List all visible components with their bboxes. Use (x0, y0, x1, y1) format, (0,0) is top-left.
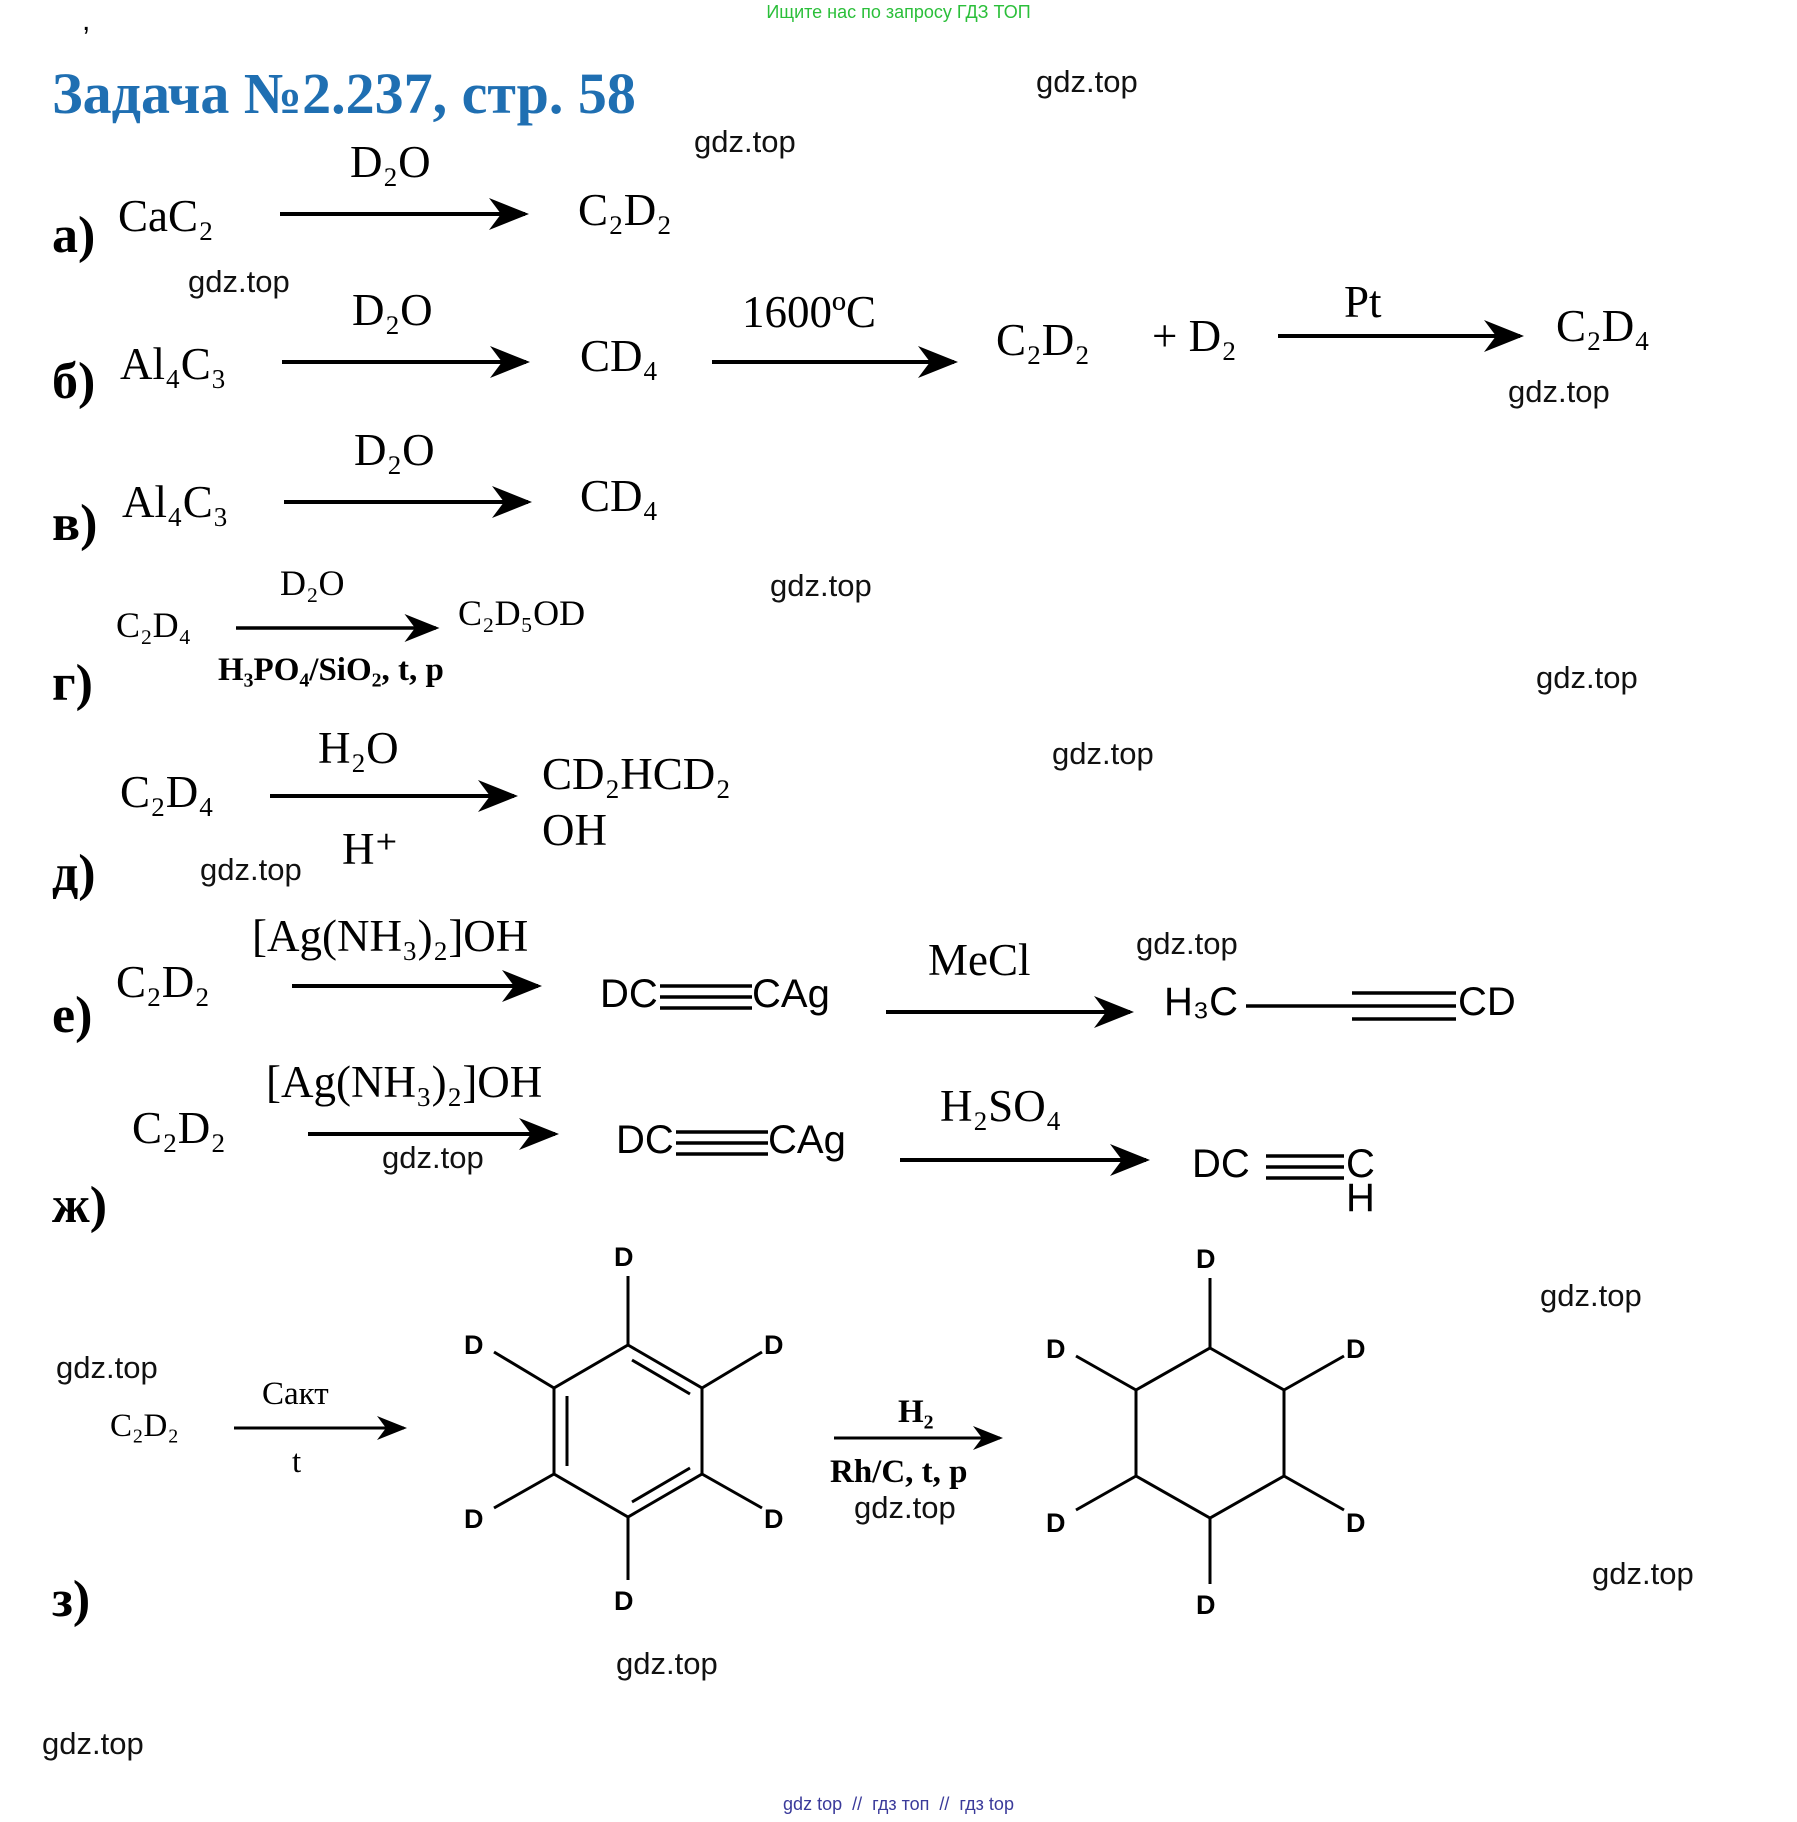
intermediate-e-left: DC (600, 972, 658, 1016)
reagent-a: D₂O (350, 137, 431, 187)
product-e-left: H₃C (1164, 980, 1239, 1024)
cyclohexane-ring (1075, 1278, 1345, 1584)
reaction-letter-b: б) (52, 353, 96, 410)
reagent-e2: MeCl (928, 935, 1031, 985)
watermark: gdz.top (42, 1726, 144, 1761)
reactant-g: C₂D₄ (116, 605, 192, 645)
watermark: gdz.top (694, 124, 796, 159)
watermark: gdz.top (616, 1646, 718, 1681)
footer-links[interactable]: gdz top // гдз топ // гдз top (783, 1794, 1014, 1814)
intermediate-e-right: CAg (752, 972, 830, 1016)
reactant-a: CaC₂ (118, 191, 214, 241)
product-a: C₂D₂ (578, 185, 672, 235)
atom-label-d: D (1196, 1244, 1216, 1274)
atom-label-d: D (614, 1242, 634, 1272)
intermediate-zh-right: CAg (768, 1118, 846, 1162)
reagent-zh1: [Ag(NH₃)₂]OH (266, 1057, 543, 1107)
catalyst-z: Cакт (262, 1376, 329, 1412)
product-d-line2: OH (542, 805, 607, 855)
atom-label-d: D (614, 1586, 634, 1616)
reactant-v: Al₄C₃ (122, 477, 229, 527)
product-d-line1: CD₂HCD₂ (542, 749, 731, 799)
product-b2: C₂D₂ (996, 315, 1090, 365)
atom-label-d: D (1046, 1334, 1066, 1364)
atom-label-d: D (1346, 1508, 1366, 1538)
watermark: gdz.top (854, 1490, 956, 1525)
watermark: gdz.top (1536, 660, 1638, 695)
conditions-z2: Rh/C, t, p (830, 1454, 968, 1490)
triple-bond-zh1 (676, 1130, 768, 1156)
reactant-b: Al₄C₃ (120, 339, 227, 389)
triple-bond-zh2 (1266, 1154, 1344, 1180)
reaction-letter-g: г) (52, 655, 93, 712)
watermark: gdz.top (188, 264, 290, 299)
watermark: gdz.top (1508, 374, 1610, 409)
product-g: C₂D₅OD (458, 593, 586, 633)
reagent-e1: [Ag(NH₃)₂]OH (252, 911, 529, 961)
atom-label-d: D (764, 1330, 784, 1360)
triple-bond-e1 (660, 984, 752, 1010)
reaction-letter-z: з) (52, 1571, 91, 1628)
plus-b: + D₂ (1152, 311, 1237, 361)
watermark: gdz.top (382, 1140, 484, 1175)
reagent-v: D₂O (354, 425, 435, 475)
product-b3: C₂D₄ (1556, 301, 1650, 351)
product-v: CD₄ (580, 471, 659, 521)
reaction-letter-a: а) (52, 207, 96, 264)
watermark: gdz.top (200, 852, 302, 887)
conditions-g: H₃PO₄/SiO₂, t, p (218, 652, 444, 688)
reaction-letter-zh: ж) (52, 1177, 108, 1234)
reactant-d: C₂D₄ (120, 767, 214, 817)
atom-label-d: D (1346, 1334, 1366, 1364)
reagent-b1: D₂O (352, 285, 433, 335)
atom-label-d: D (464, 1330, 484, 1360)
reactant-e: C₂D₂ (116, 957, 210, 1007)
reactant-z: C₂D₂ (110, 1408, 179, 1444)
watermark: gdz.top (1052, 736, 1154, 771)
reagent-d: H₂O (318, 723, 399, 773)
product-e-right: CD (1458, 980, 1516, 1024)
product-b1: CD₄ (580, 331, 659, 381)
reagent-g: D₂O (280, 563, 345, 603)
reaction-letter-e: е) (52, 987, 93, 1044)
reagent-z2: H₂ (898, 1394, 934, 1430)
watermark: gdz.top (1036, 64, 1138, 99)
product-zh-bottom: H (1346, 1176, 1375, 1220)
reagent-zh2: H₂SO₄ (940, 1081, 1062, 1131)
watermark: gdz.top (770, 568, 872, 603)
product-zh-left: DC (1192, 1142, 1250, 1186)
watermark: gdz.top (1540, 1278, 1642, 1313)
benzene-ring (493, 1276, 763, 1580)
atom-label-d: D (464, 1504, 484, 1534)
atom-label-d: D (764, 1504, 784, 1534)
atom-label-d: D (1196, 1590, 1216, 1620)
watermark: gdz.top (56, 1350, 158, 1385)
top-note: Ищите нас по запросу ГДЗ ТОП (766, 2, 1031, 22)
bond-e2 (1246, 991, 1456, 1021)
watermark: gdz.top (1592, 1556, 1694, 1591)
product-zh-right: C (1346, 1142, 1375, 1186)
condition-z: t (292, 1444, 302, 1480)
page-title: Задача №2.237, стр. 58 (52, 61, 636, 126)
reaction-letter-d: д) (52, 845, 96, 902)
reaction-letter-v: в) (52, 495, 98, 552)
condition-b: 1600ºC (742, 287, 876, 337)
intermediate-zh-left: DC (616, 1118, 674, 1162)
catalyst-d: H⁺ (342, 824, 399, 874)
catalyst-b: Pt (1344, 277, 1382, 327)
watermark: gdz.top (1136, 926, 1238, 961)
reactant-zh: C₂D₂ (132, 1103, 226, 1153)
top-left-mark: , (82, 4, 91, 37)
atom-label-d: D (1046, 1508, 1066, 1538)
